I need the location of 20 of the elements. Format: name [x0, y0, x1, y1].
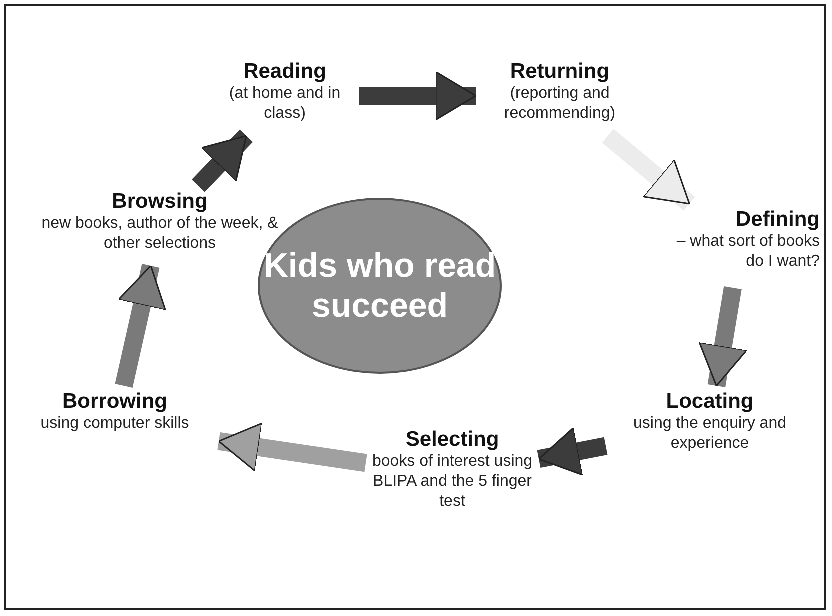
- step-description: – what sort of books do I want?: [676, 232, 820, 272]
- block-arrow: [359, 71, 477, 121]
- step-heading: Locating: [665, 390, 755, 414]
- step-description: books of interest using BLIPA and the 5 finger test: [371, 452, 534, 512]
- step-description: using the enquiry and experience: [632, 414, 788, 454]
- step-description: using computer skills: [40, 414, 190, 434]
- step-heading: Borrowing: [62, 390, 168, 414]
- block-arrow: [602, 129, 696, 211]
- step-heading: Returning: [509, 60, 611, 84]
- step-heading: Selecting: [404, 428, 500, 452]
- step-heading: Reading: [242, 60, 328, 84]
- block-arrow: [192, 130, 254, 192]
- block-arrow: [537, 427, 608, 476]
- step-heading: Defining: [735, 208, 820, 232]
- block-arrow: [115, 264, 166, 388]
- step-heading: Browsing: [111, 190, 209, 214]
- block-arrow: [698, 286, 748, 388]
- step-description: (at home and in class): [228, 84, 342, 124]
- block-arrow: [218, 422, 368, 472]
- step-description: (reporting and recommending): [503, 84, 617, 124]
